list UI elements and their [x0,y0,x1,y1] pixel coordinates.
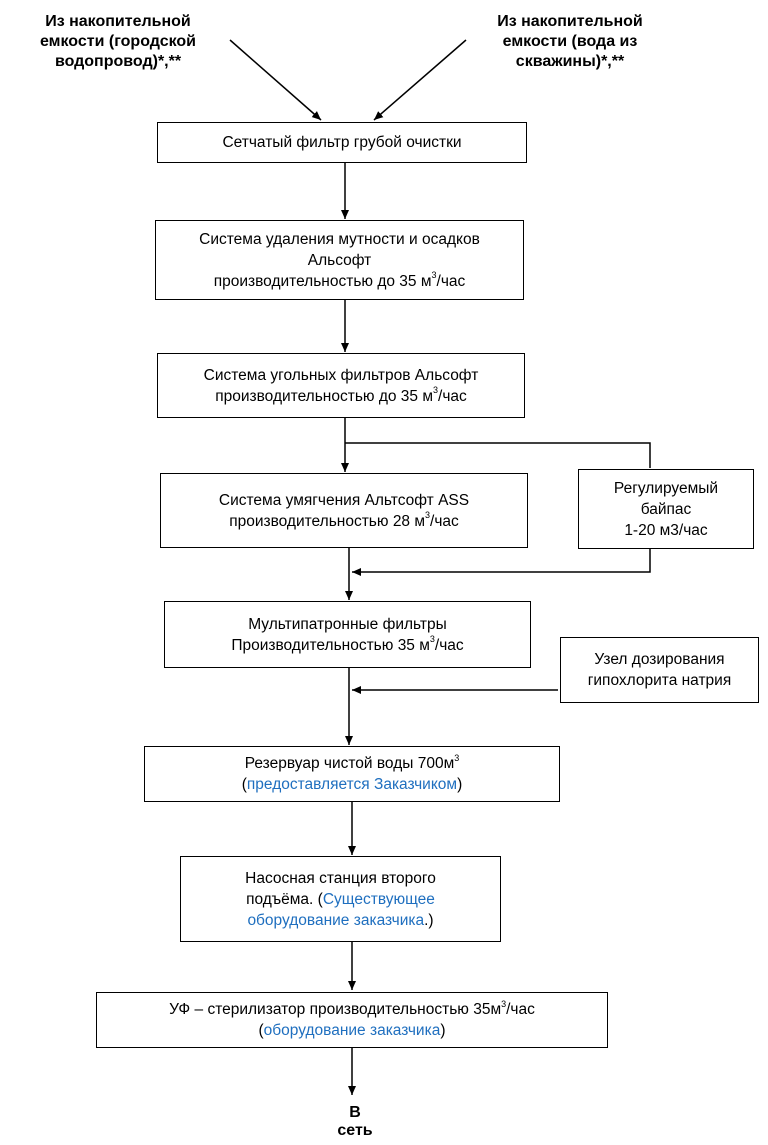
step-softening: Система умягчения Альтсофт ASS производи… [160,473,528,548]
reservoir-paren-open: ( [241,776,247,793]
uv-title-sup: 3 [501,998,507,1009]
step-uv-sterilizer: УФ – стерилизатор производительностью 35… [96,992,608,1048]
bypass-label-2: байпас [640,500,692,518]
softening-capacity: производительностью 28 м3/час [229,511,459,532]
source-well-line-3: скважины)*,** [515,53,625,70]
pump-label-1: Насосная станция второго [245,869,436,887]
source-well-water: Из накопительной емкости (вода из скважи… [470,12,670,72]
arrow-right-source [373,39,467,121]
strainer-label: Сетчатый фильтр грубой очистки [222,134,462,151]
multicartridge-capacity-unit: /час [434,636,464,654]
step-strainer: Сетчатый фильтр грубой очистки [157,122,527,163]
turbidity-label-1: Система удаления мутности и осадков [199,230,480,248]
pump-label-3-note: оборудование заказчика [247,911,425,929]
dosing-label-2: гипохлорита натрия [587,672,732,689]
multicartridge-capacity-sup: 3 [429,634,435,645]
turbidity-capacity-sup: 3 [431,270,437,281]
turbidity-capacity-text: производительностью до 35 м [213,272,432,290]
pump-label-3-tail: .) [424,911,434,929]
softening-capacity-unit: /час [430,512,459,530]
reservoir-title-sup: 3 [454,752,460,763]
turbidity-capacity: производительностью до 35 м3/час [214,271,466,292]
multicartridge-label: Мультипатронные фильтры [248,615,447,633]
source-well-line-1: Из накопительной [497,13,643,30]
carbon-capacity-sup: 3 [433,385,439,396]
uv-title: УФ – стерилизатор производительностью 35… [169,999,535,1020]
uv-title-text: УФ – стерилизатор производительностью 35… [169,1001,502,1018]
multicartridge-capacity: Производительностью 35 м3/час [231,635,463,656]
turbidity-label-2: Альсофт [307,251,372,269]
pump-label-3: оборудование заказчика.) [247,910,433,931]
reservoir-paren-close: ) [457,776,463,793]
step-multicartridge: Мультипатронные фильтры Производительнос… [164,601,531,668]
carbon-capacity-text: производительностью до 35 м [215,387,434,405]
step-reservoir: Резервуар чистой воды 700м3 (предоставля… [144,746,560,802]
carbon-label: Система угольных фильтров Альсофт [203,366,479,384]
uv-title-unit: /час [506,1001,535,1018]
uv-paren-open: ( [258,1022,264,1039]
bypass-branch [345,442,651,468]
softening-label: Система умягчения Альтсофт ASS [218,491,470,509]
source-city-line-2: емкости (городской [39,33,197,50]
pump-label-2: подъёма. (Существующее [246,889,435,910]
source-well-line-2: емкости (вода из [502,33,638,50]
arrow-left-source [229,39,322,121]
bypass-label-3: 1-20 м3/час [624,521,708,539]
carbon-capacity: производительностью до 35 м3/час [215,386,467,407]
source-city-water: Из накопительной емкости (городской водо… [18,12,218,72]
carbon-capacity-unit: /час [438,387,467,405]
uv-note: (оборудование заказчика) [259,1020,446,1041]
reservoir-title: Резервуар чистой воды 700м3 [245,753,460,774]
bypass-label-1: Регулируемый [613,479,719,497]
reservoir-note-text: предоставляется Заказчиком [246,776,458,793]
step-bypass: Регулируемый байпас 1-20 м3/час [578,469,754,549]
step-dosing: Узел дозирования гипохлорита натрия [560,637,759,703]
bypass-return [352,549,651,576]
pump-label-2-text: подъёма. ( [246,890,323,908]
pump-label-2-note: Существующее [322,890,435,908]
step-turbidity-removal: Система удаления мутности и осадков Альс… [155,220,524,300]
reservoir-title-text: Резервуар чистой воды 700м [244,755,455,772]
reservoir-note: (предоставляется Заказчиком) [242,774,463,795]
turbidity-capacity-unit: /час [436,272,466,290]
uv-paren-close: ) [440,1022,446,1039]
dosing-label-1: Узел дозирования [594,651,725,668]
step-carbon-filters: Система угольных фильтров Альсофт произв… [157,353,525,418]
uv-note-text: оборудование заказчика [263,1022,441,1039]
step-pump-station: Насосная станция второго подъёма. (Сущес… [180,856,501,942]
softening-capacity-sup: 3 [425,510,431,521]
source-city-line-1: Из накопительной [45,13,191,30]
source-city-line-3: водопровод)*,** [54,53,182,70]
output-label: В сеть [337,1104,373,1139]
softening-capacity-text: производительностью 28 м [229,512,426,530]
multicartridge-capacity-text: Производительностью 35 м [231,636,430,654]
